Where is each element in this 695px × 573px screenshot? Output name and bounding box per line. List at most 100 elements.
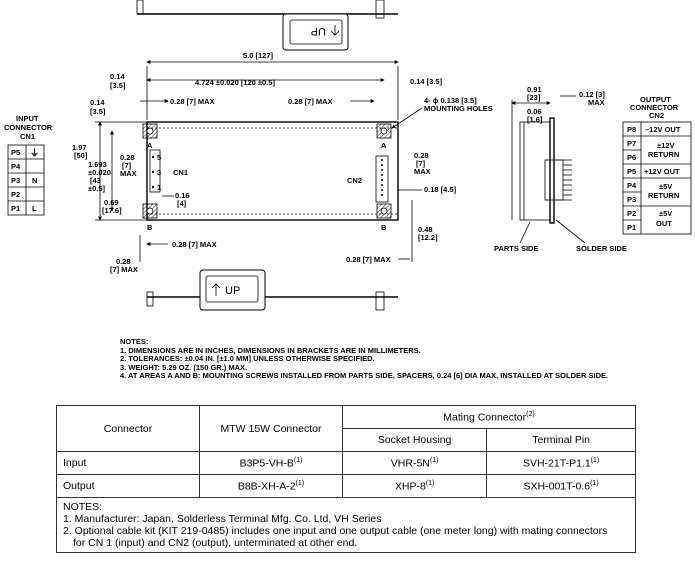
area-a-right: A bbox=[381, 141, 387, 150]
cn1-label: CN1 bbox=[173, 168, 188, 177]
header-terminal: Terminal Pin bbox=[486, 428, 636, 452]
dim-cn2-bottom-max: 0.28 [7] MAX bbox=[346, 255, 391, 264]
input-pin-p2: P2 bbox=[11, 190, 20, 199]
dim-069: 0.69 bbox=[104, 198, 119, 207]
dim-hole-vert-tol: ±0.020 bbox=[88, 168, 111, 177]
table-note-2b: for CN 1 (input) and CN2 (output), unter… bbox=[73, 537, 358, 549]
output-pin-p5: P5 bbox=[627, 167, 636, 176]
dim-left-edge-b: 0.14 bbox=[90, 98, 105, 107]
row-input-name: Input bbox=[56, 451, 200, 475]
row-input-socket: VHR-5N(1) bbox=[341, 451, 488, 475]
table-note-2a: 2. Optional cable kit (KIT 219-0485) inc… bbox=[63, 525, 608, 537]
note-2: 2. TOLERANCES: ±0.04 IN. [±1.0 MM] UNLES… bbox=[120, 354, 375, 363]
dim-016-mm: [4] bbox=[177, 199, 187, 208]
cn2-label: CN2 bbox=[347, 176, 362, 185]
pcb-board: A A B B 5 3 1 CN1 87654321 CN2 bbox=[142, 121, 399, 232]
row-output-name: Output bbox=[56, 474, 200, 498]
dim-018: 0.18 [4.5] bbox=[424, 185, 457, 194]
parts-side-label: PARTS SIDE bbox=[494, 244, 538, 253]
dim-max-right-top: 0.28 [7] MAX bbox=[288, 97, 333, 106]
dim-hole-vert-mm: [43 bbox=[90, 176, 101, 185]
up-label-top: UP bbox=[311, 25, 326, 37]
area-b-right: B bbox=[381, 223, 387, 232]
dim-left-bottom-max: 0.28 bbox=[116, 257, 131, 266]
input-pin-p3-fn: N bbox=[32, 176, 37, 185]
side-dim-012-max: MAX bbox=[588, 98, 605, 107]
header-mating: Mating Connector(2) bbox=[342, 405, 636, 429]
input-title-1: INPUT bbox=[16, 114, 39, 123]
input-pin-p5: P5 bbox=[11, 148, 20, 157]
dim-048-mm: [12.2] bbox=[418, 233, 438, 242]
up-label-bottom: UP bbox=[225, 285, 240, 297]
dim-cn1-max-mm: [7] bbox=[122, 161, 132, 170]
cn1-pin-3: 3 bbox=[157, 168, 161, 177]
output-pin-p7-fn: ±12V bbox=[657, 141, 674, 150]
table-notes-title: NOTES: bbox=[63, 501, 103, 513]
dim-cn2-right-max: 0.28 bbox=[414, 151, 429, 160]
header-socket: Socket Housing bbox=[341, 428, 488, 452]
side-dim-091: 0.91 bbox=[527, 85, 542, 94]
input-title-3: CN1 bbox=[20, 132, 35, 141]
notes-title: NOTES: bbox=[120, 337, 149, 346]
table-row: Output B8B-XH-A-2(1) XHP-8(1) SXH-001T-0… bbox=[56, 474, 636, 498]
dim-right-edge: 0.14 [3.5] bbox=[410, 77, 443, 86]
mounting-holes-2: MOUNTING HOLES bbox=[424, 104, 493, 113]
dim-069-mm: [17.6] bbox=[102, 206, 122, 215]
table-note-1: 1. Manufacturer: Japan, Solderless Termi… bbox=[63, 513, 382, 525]
dim-hole-vert: 1.693 bbox=[88, 160, 107, 169]
cn1-pin-5: 5 bbox=[157, 153, 161, 162]
row-input-terminal: SVH-21T-P1.1(1) bbox=[486, 451, 636, 475]
output-pin-p6: P6 bbox=[627, 153, 636, 162]
solder-side-label: SOLDER SIDE bbox=[576, 244, 627, 253]
input-pin-p1-fn: L bbox=[32, 204, 37, 213]
output-pin-p4-fn: ±5V bbox=[659, 182, 672, 191]
note-4: 4. AT AREAS A AND B: MOUNTING SCREWS INS… bbox=[120, 371, 609, 380]
output-pin-p1-fn: OUT bbox=[656, 219, 672, 228]
mechanical-drawing: UP 5.0 [127] 4.724 ±0.020 [120 ±0.5] 0.1… bbox=[4, 0, 692, 311]
area-b-left: B bbox=[147, 223, 153, 232]
dim-width-total: 5.0 [127] bbox=[243, 51, 274, 60]
output-title-3: CN2 bbox=[649, 111, 664, 120]
input-pin-p4: P4 bbox=[11, 162, 21, 171]
bottom-side-view: UP bbox=[146, 269, 398, 311]
output-pin-p2-fn: ±5V bbox=[659, 209, 672, 218]
input-pin-p3: P3 bbox=[11, 176, 20, 185]
output-pin-p3-fn: RETURN bbox=[648, 191, 679, 200]
row-input-mtw: B3P5-VH-B(1) bbox=[199, 451, 343, 475]
dim-hole-vert-mm2: ±0.5] bbox=[88, 184, 106, 193]
dim-cn2-right-max-word: MAX bbox=[414, 167, 431, 176]
output-pin-p8: P8 bbox=[627, 125, 636, 134]
note-3: 3. WEIGHT: 5.29 OZ. (150 GR.) MAX. bbox=[120, 362, 248, 372]
dim-016: 0.16 bbox=[175, 191, 190, 200]
output-pin-p4: P4 bbox=[627, 181, 637, 190]
dim-left-edge-b-mm: [3.5] bbox=[90, 107, 106, 116]
header-mating-text: Mating Connector bbox=[443, 411, 527, 424]
output-title-2: CONNECTOR bbox=[630, 103, 679, 112]
side-view: 0.91 [23] 0.06 [1.6] 0.12 [3] MAX PARTS … bbox=[494, 85, 627, 253]
dim-left-edge-a-mm: [3.5] bbox=[110, 81, 126, 90]
input-title-2: CONNECTOR bbox=[4, 123, 53, 132]
output-pin-p8-fn: –12V OUT bbox=[645, 125, 681, 134]
dim-height-total: 1.97 bbox=[72, 143, 87, 152]
dim-048: 0.48 bbox=[418, 225, 433, 234]
output-pin-p6-fn: RETURN bbox=[648, 150, 679, 159]
dim-bottom-max: 0.28 [7] MAX bbox=[172, 240, 217, 249]
dim-left-bottom-max-2: [7] MAX bbox=[110, 265, 138, 274]
header-connector: Connector bbox=[56, 405, 200, 452]
output-connector-pinout: OUTPUT CONNECTOR CN2 P8 –12V OUT P7 ±12V… bbox=[622, 95, 692, 235]
dim-max-a-top: 0.28 [7] MAX bbox=[170, 97, 215, 106]
side-dim-006-mm: [1.6] bbox=[527, 115, 543, 124]
side-dim-012: 0.12 [3] bbox=[579, 90, 605, 99]
note-1: 1. DIMENSIONS ARE IN INCHES, DIMENSIONS … bbox=[120, 345, 421, 355]
input-pin-p1: P1 bbox=[11, 204, 20, 213]
dim-height-total-mm: [50] bbox=[74, 151, 88, 160]
dim-cn1-max-word: MAX bbox=[120, 169, 137, 178]
table-notes: NOTES: 1. Manufacturer: Japan, Solderles… bbox=[56, 497, 636, 553]
dim-hole-spacing: 4.724 ±0.020 [120 ±0.5] bbox=[195, 78, 275, 87]
top-side-view: UP bbox=[136, 0, 398, 51]
output-pin-p2: P2 bbox=[627, 209, 636, 218]
row-output-terminal: SXH-001T-0.6(1) bbox=[486, 474, 636, 498]
output-title-1: OUTPUT bbox=[640, 95, 671, 104]
mounting-holes: 4- ϕ 0.138 [3.5] bbox=[424, 96, 477, 105]
cn1-pin-1: 1 bbox=[157, 183, 161, 192]
